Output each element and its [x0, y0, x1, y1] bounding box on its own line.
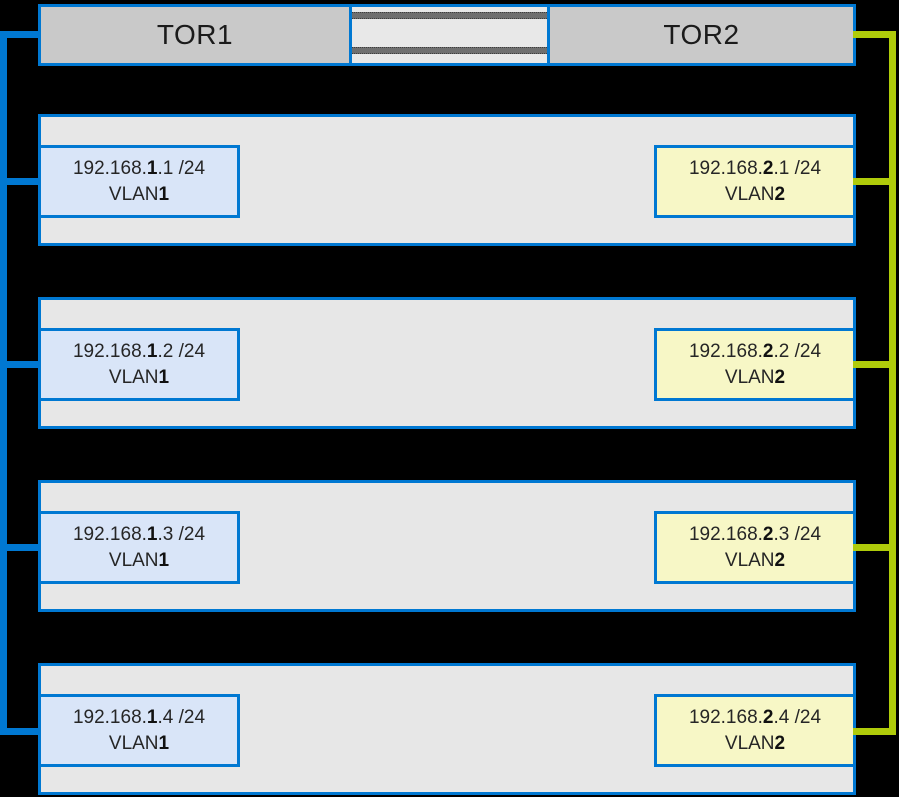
server-row: 192.168.1.3 /24 VLAN1 192.168.2.3 /24 VL… [38, 480, 856, 612]
tor1-link-to-row1 [0, 178, 41, 185]
nic-ip-address: 192.168.2.1 /24 [688, 157, 822, 179]
tor1-link-to-row4 [0, 728, 41, 735]
nic-ip-address: 192.168.2.3 /24 [688, 523, 822, 545]
inter-switch-link-bar [352, 12, 547, 19]
nic-vlan: VLAN2 [724, 183, 786, 205]
host-nic-vlan2-box: 192.168.2.4 /24 VLAN2 [654, 694, 856, 767]
nic-vlan: VLAN1 [108, 549, 170, 571]
tor1-switch-box: TOR1 [41, 7, 349, 63]
nic-ip-address: 192.168.1.2 /24 [72, 340, 206, 362]
tor2-vertical-link-line [889, 31, 896, 735]
nic-vlan: VLAN1 [108, 366, 170, 388]
tor2-link-to-row4 [853, 728, 896, 735]
tor2-link-to-row3 [853, 544, 896, 551]
tor1-link-to-row3 [0, 544, 41, 551]
server-row: 192.168.1.2 /24 VLAN1 192.168.2.2 /24 VL… [38, 297, 856, 429]
tor2-label: TOR2 [663, 19, 740, 50]
host-nic-vlan1-box: 192.168.1.1 /24 VLAN1 [38, 145, 240, 218]
tor2-link-to-row2 [853, 361, 896, 368]
host-nic-vlan2-box: 192.168.2.2 /24 VLAN2 [654, 328, 856, 401]
tor2-switch-box: TOR2 [550, 7, 853, 63]
tor2-uplink-stub [853, 31, 896, 38]
tor1-uplink-stub [0, 31, 41, 38]
inter-switch-link-section [349, 7, 550, 63]
tor2-link-to-row1 [853, 178, 896, 185]
nic-vlan: VLAN1 [108, 732, 170, 754]
nic-ip-address: 192.168.1.1 /24 [72, 157, 206, 179]
host-nic-vlan1-box: 192.168.1.3 /24 VLAN1 [38, 511, 240, 584]
tor1-link-to-row2 [0, 361, 41, 368]
nic-ip-address: 192.168.1.3 /24 [72, 523, 206, 545]
nic-vlan: VLAN1 [108, 183, 170, 205]
server-row: 192.168.1.1 /24 VLAN1 192.168.2.1 /24 VL… [38, 114, 856, 246]
nic-vlan: VLAN2 [724, 732, 786, 754]
host-nic-vlan2-box: 192.168.2.1 /24 VLAN2 [654, 145, 856, 218]
server-row: 192.168.1.4 /24 VLAN1 192.168.2.4 /24 VL… [38, 663, 856, 795]
nic-ip-address: 192.168.2.2 /24 [688, 340, 822, 362]
host-nic-vlan2-box: 192.168.2.3 /24 VLAN2 [654, 511, 856, 584]
tor1-vertical-link-line [0, 31, 7, 735]
nic-ip-address: 192.168.1.4 /24 [72, 706, 206, 728]
tor-switch-bar: TOR1 TOR2 [38, 4, 856, 66]
inter-switch-link-bar [352, 47, 547, 54]
host-nic-vlan1-box: 192.168.1.4 /24 VLAN1 [38, 694, 240, 767]
tor1-label: TOR1 [156, 19, 234, 50]
nic-ip-address: 192.168.2.4 /24 [688, 706, 822, 728]
nic-vlan: VLAN2 [724, 366, 786, 388]
host-nic-vlan1-box: 192.168.1.2 /24 VLAN1 [38, 328, 240, 401]
nic-vlan: VLAN2 [724, 549, 786, 571]
